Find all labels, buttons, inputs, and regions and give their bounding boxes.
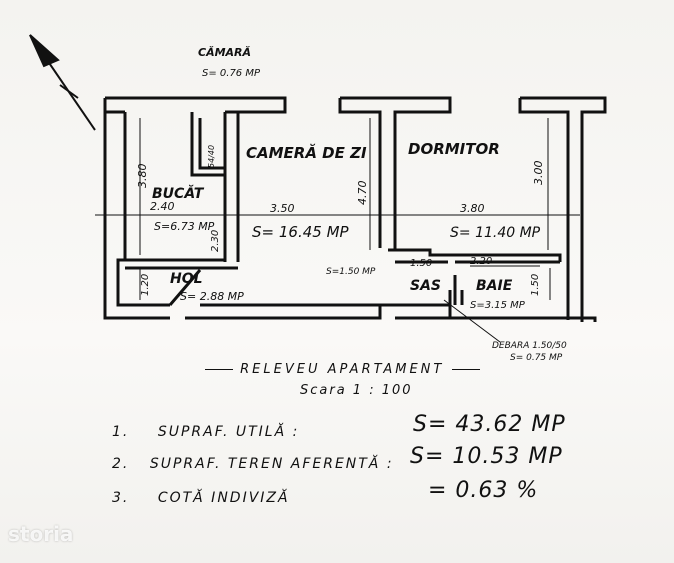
baie-area: S=3.15 MP (470, 300, 526, 311)
hol-label: HOL (170, 271, 203, 287)
debara-leader (443, 299, 501, 343)
dim-2-40: 2.40 (150, 200, 175, 213)
summary-label: SUPRAF. TEREN AFERENTĂ : (149, 456, 394, 472)
plan-title: RELEVEU APARTAMENT (205, 362, 480, 377)
summary-row-1: 1. SUPRAF. UTILĂ : (112, 424, 299, 440)
storia-watermark: storia (8, 522, 74, 546)
dim-3-80-left: 3.80 (136, 164, 149, 189)
plan-title-text: RELEVEU APARTAMENT (240, 362, 445, 377)
dim-1-50-baie: 1.50 (530, 274, 541, 296)
dormitor-area: S= 11.40 MP (450, 225, 541, 241)
debara-label: DEBARA 1.50/50 (492, 341, 567, 351)
summary-row-2: 2. SUPRAF. TEREN AFERENTĂ : (112, 456, 394, 472)
summary-num: 2. (112, 456, 130, 472)
summary-label: COTĂ INDIVIZĂ (157, 490, 290, 506)
baie-label: BAIE (476, 278, 513, 294)
plan-scale: Scara 1 : 100 (300, 383, 413, 398)
sas-area: S=1.50 MP (326, 267, 376, 277)
summary-value-2: S= 10.53 MP (410, 444, 563, 469)
summary-label: SUPRAF. UTILĂ : (157, 424, 300, 440)
dim-3-80-right: 3.80 (460, 202, 485, 215)
summary-num: 3. (112, 490, 130, 506)
dim-1-50-sas: 1.50 (410, 258, 432, 269)
summary-value-1: S= 43.62 MP (413, 412, 566, 437)
sas-label: SAS (410, 278, 441, 294)
bucat-area: S=6.73 MP (154, 220, 215, 233)
dim-3-50: 3.50 (270, 202, 295, 215)
dim-1-20: 1.20 (140, 274, 151, 296)
camara-label: CĂMARĂ (198, 46, 251, 59)
summary-row-3: 3. COTĂ INDIVIZĂ (112, 490, 290, 506)
hol-area: S= 2.88 MP (180, 290, 244, 303)
summary-value-3: = 0.63 % (428, 478, 539, 503)
dim-54-40: 54/40 (207, 145, 216, 168)
bucat-label: BUCĂT (152, 184, 205, 202)
north-arrow-icon (29, 34, 96, 131)
dim-3-00: 3.00 (532, 161, 545, 186)
dormitor-label: DORMITOR (408, 140, 500, 158)
camera-area: S= 16.45 MP (252, 223, 350, 241)
summary-num: 1. (112, 424, 130, 440)
walls (103, 96, 607, 322)
debara-area: S= 0.75 MP (510, 353, 563, 363)
camara-area: S= 0.76 MP (202, 68, 261, 79)
dim-4-70: 4.70 (356, 181, 369, 206)
dim-2-20: 2.20 (470, 256, 492, 267)
dimension-lines (95, 118, 580, 300)
camera-de-zi-label: CAMERĂ DE ZI (246, 143, 367, 162)
dim-2-30: 2.30 (210, 230, 221, 252)
